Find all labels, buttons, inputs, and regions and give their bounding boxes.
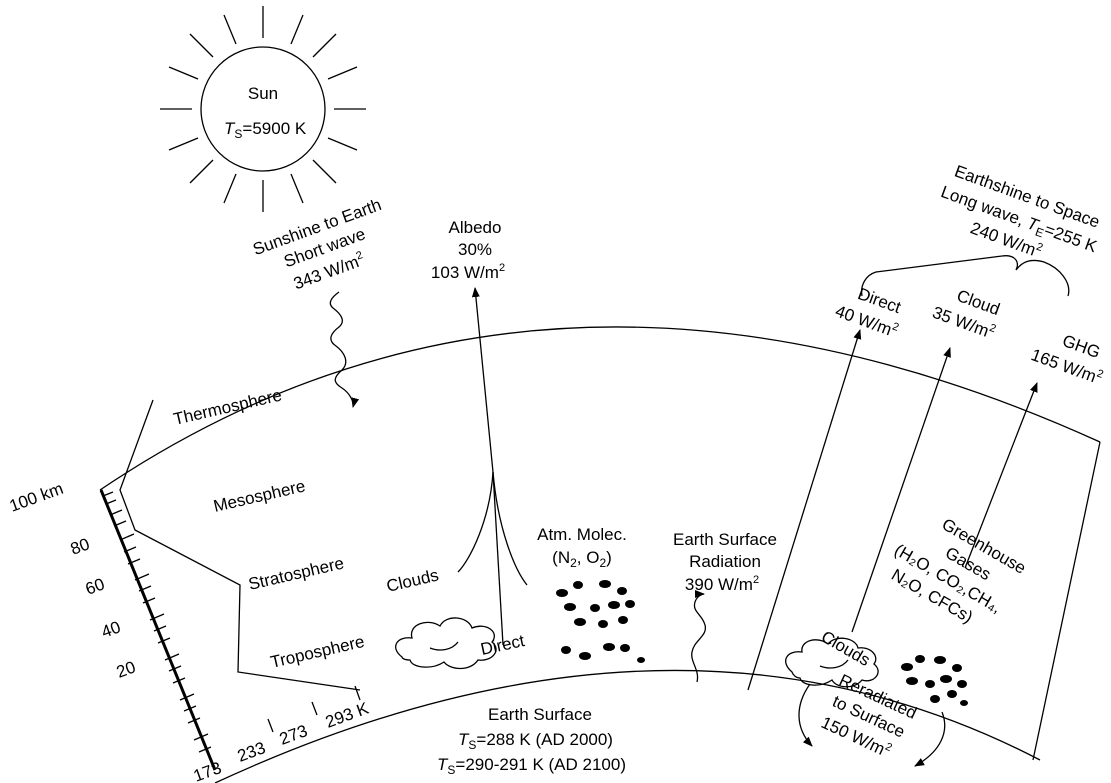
- cloud-right-icon: [785, 637, 879, 688]
- svg-text:Atm. Molec.: Atm. Molec.: [537, 525, 627, 544]
- svg-text:Albedo: Albedo: [449, 218, 502, 237]
- sunshine-wave-arrow: [329, 291, 360, 408]
- sunshine-label: Sunshine to Earth Short wave 343 W/m2: [250, 195, 384, 293]
- temp-tick-label: 173: [191, 758, 224, 783]
- svg-text:TS=290-291 K (AD 2100): TS=290-291 K (AD 2100): [437, 755, 626, 777]
- sun-temperature: TS=5900 K: [224, 119, 307, 141]
- albedo-arrow: [471, 287, 494, 473]
- sun: Sun TS=5900 K: [160, 6, 366, 212]
- outgoing-cloud-label: Cloud 35 W/m2: [930, 286, 1003, 341]
- svg-text:TS=288 K (AD 2000): TS=288 K (AD 2000): [458, 730, 613, 752]
- direct-left-label: Direct: [479, 631, 527, 659]
- mesosphere-label: Mesosphere: [212, 476, 307, 516]
- temperature-profile: [119, 399, 361, 691]
- earth-radiation-label: Earth Surface Radiation 390 W/m2: [673, 530, 777, 594]
- stratosphere-label: Stratosphere: [247, 553, 346, 593]
- svg-text:390 W/m2: 390 W/m2: [685, 574, 759, 594]
- cloud-left-icon: [395, 617, 497, 670]
- svg-text:103 W/m2: 103 W/m2: [431, 262, 505, 282]
- sun-disk: [200, 46, 326, 172]
- svg-text:30%: 30%: [458, 240, 492, 259]
- altitude-tick-label: 60: [83, 574, 107, 598]
- outgoing-direct-arrow: [747, 329, 862, 691]
- altitude-ticks: [102, 491, 212, 753]
- svg-text:(N2, O2): (N2, O2): [552, 548, 612, 570]
- svg-text:Earth Surface: Earth Surface: [673, 530, 777, 549]
- outgoing-direct-label: Direct 40 W/m2: [833, 284, 904, 339]
- sun-rays: [160, 6, 366, 212]
- troposphere-label: Troposphere: [269, 632, 367, 672]
- clouds-left-label: Clouds: [385, 565, 441, 595]
- altitude-labels: 100 km 80 60 40 20: [7, 479, 138, 682]
- albedo-left-cloud-ray: [457, 471, 494, 573]
- atmosphere-top-boundary: [99, 326, 1101, 491]
- svg-text:Radiation: Radiation: [689, 552, 761, 571]
- atm-molecules-label: Atm. Molec. (N2, O2): [537, 525, 627, 570]
- reradiated-label: Reradiated to Surface 150 W/m2: [818, 671, 919, 759]
- altitude-tick-label: 40: [99, 617, 123, 641]
- albedo-label: Albedo 30% 103 W/m2: [431, 218, 505, 282]
- reradiated-arrow-left: [798, 683, 813, 747]
- sun-label: Sun: [248, 84, 278, 103]
- reradiated-arrow-right: [914, 711, 946, 767]
- albedo-direct-ray: [492, 471, 504, 646]
- svg-text:Earth Surface: Earth Surface: [488, 705, 592, 724]
- temp-tick-label: 293 K: [323, 698, 372, 731]
- temperature-labels: 173 233 273 293 K: [191, 698, 372, 783]
- earth-surface-arc: [214, 669, 1041, 783]
- earthshine-bracket: [860, 255, 1070, 297]
- molecule-blobs: [556, 580, 645, 663]
- outgoing-cloud-arrow: [851, 347, 951, 633]
- right-boundary: [1032, 441, 1101, 761]
- altitude-100km: 100 km: [7, 479, 66, 516]
- outgoing-ghg-arrow: [964, 382, 1038, 569]
- temperature-ticks: [267, 685, 361, 733]
- greenhouse-blobs: [901, 655, 968, 706]
- earth-surface-label: Earth Surface TS=288 K (AD 2000) TS=290-…: [437, 705, 626, 777]
- altitude-tick-label: 20: [114, 657, 138, 681]
- thermosphere-label: Thermosphere: [172, 386, 284, 429]
- earth-radiation-wave-arrow: [691, 590, 707, 683]
- greenhouse-label: Greenhouse Gases (H₂O, CO₂,CH₄, N₂O, CFC…: [888, 515, 1029, 627]
- albedo-right-ray: [492, 471, 528, 586]
- outgoing-ghg-label: GHG 165 W/m2: [1028, 331, 1105, 386]
- altitude-tick-label: 80: [68, 534, 92, 558]
